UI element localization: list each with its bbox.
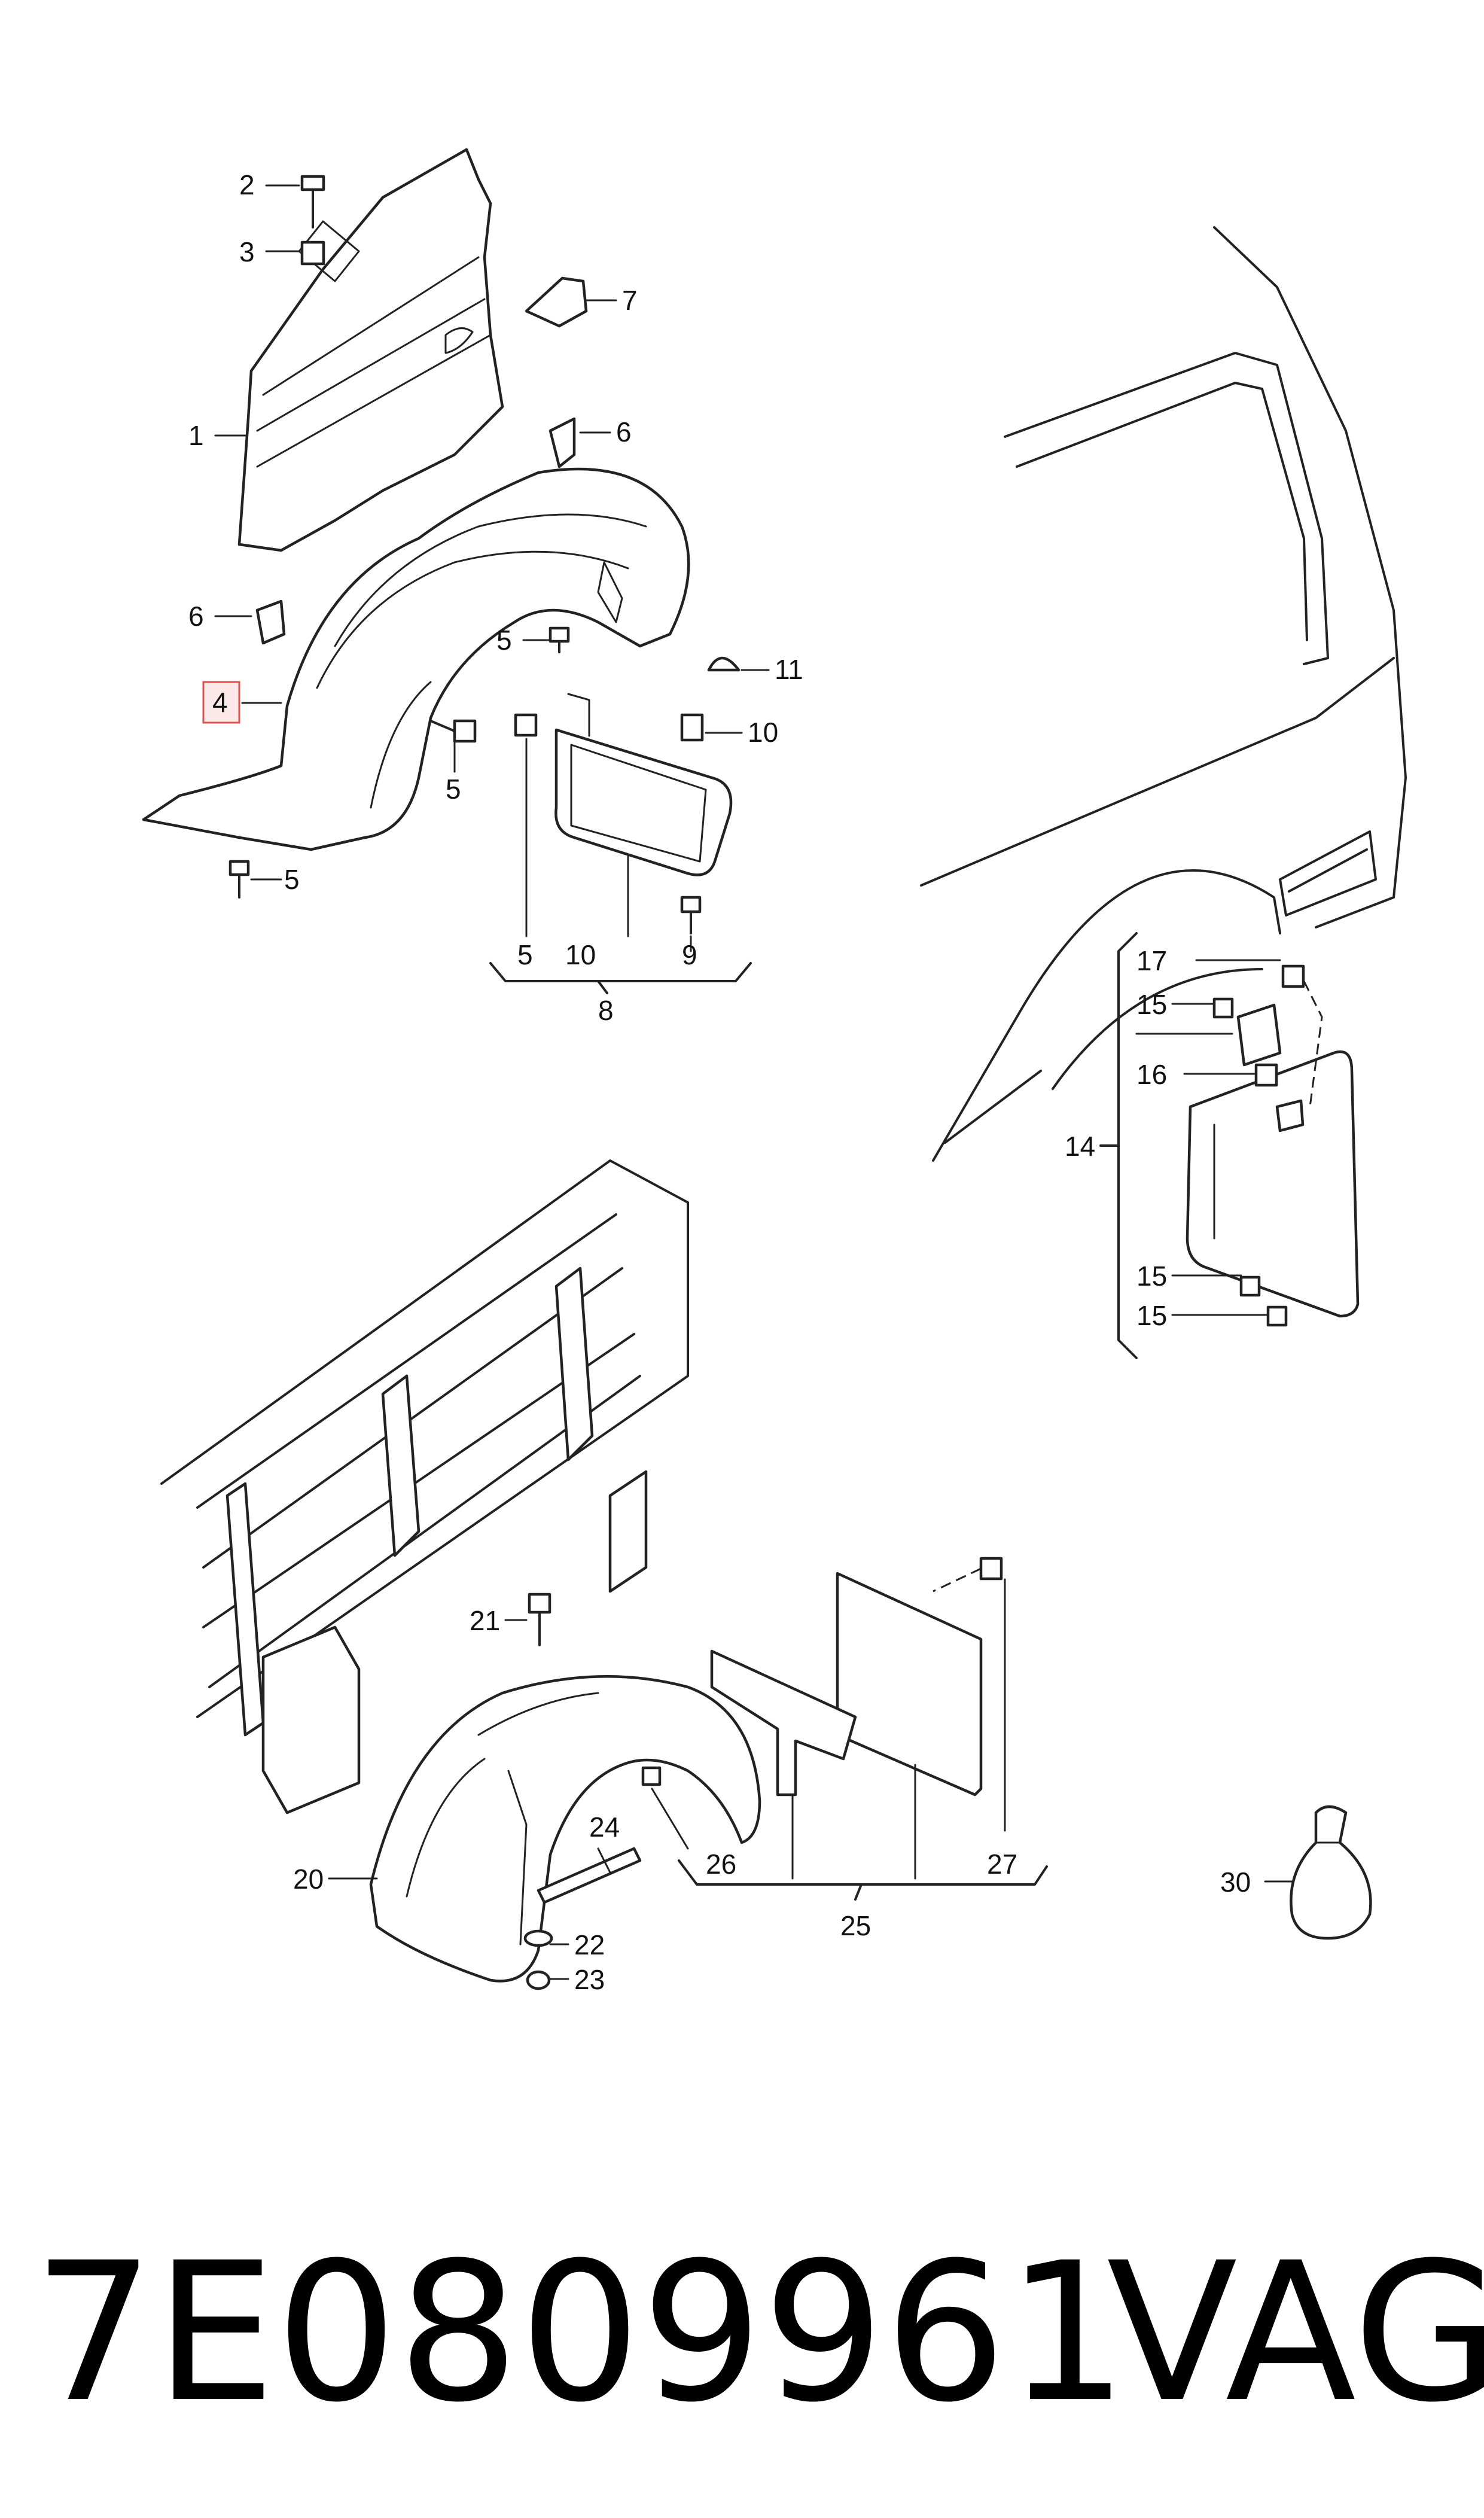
callout-6b: 6 [188,601,204,632]
callout-10b: 10 [565,939,596,970]
callout-11: 11 [775,654,803,685]
highlight-box [202,681,240,724]
callout-7: 7 [622,285,638,316]
callout-24: 24 [589,1811,620,1843]
fastener-glyphs [228,175,741,934]
rear-mud-flap [1186,964,1360,1327]
front-mud-flap [554,693,733,876]
van-body-outline [920,226,1407,1162]
flatbed-truck [160,1159,689,1814]
callout-9: 9 [682,939,697,970]
front-fender [237,148,504,552]
truck-mud-flap [710,1557,1003,1797]
callout-17: 17 [1136,945,1167,976]
callout-22: 22 [574,1929,605,1960]
callout-15b: 15 [1136,1260,1167,1292]
callout-23: 23 [574,1964,605,1995]
callout-25: 25 [840,1910,871,1941]
callout-4: 4 [212,687,228,718]
callout-14: 14 [1065,1131,1095,1162]
callout-1: 1 [188,420,204,451]
callout-20: 20 [293,1864,324,1895]
callout-15a: 15 [1136,989,1167,1020]
callout-10a: 10 [748,717,778,748]
callout-5b: 5 [446,774,461,805]
callout-2: 2 [239,169,255,200]
truck-rear-fender [369,1593,761,1990]
callout-15c: 15 [1136,1300,1167,1331]
callout-5a: 5 [496,625,512,656]
callout-26: 26 [706,1849,736,1880]
footer-part-number: 7E0809961 [33,2222,1128,2444]
callout-6a: 6 [616,416,632,447]
footer-brand: VAG [1107,2222,1484,2444]
leader-lines [214,184,1293,1980]
callout-16: 16 [1136,1059,1167,1090]
callout-5c: 5 [284,864,300,895]
callout-8: 8 [598,995,614,1026]
callout-30: 30 [1220,1867,1251,1898]
callout-5d: 5 [517,939,533,970]
bag-icon [1290,1805,1372,1940]
wheel-arch-liner [142,467,690,851]
callout-3: 3 [239,236,255,267]
callout-21: 21 [470,1605,500,1636]
callout-27: 27 [987,1849,1017,1880]
callout-labels: 2 3 7 1 6 6 5 11 4 10 5 5 5 10 9 8 17 15… [188,169,1251,1995]
